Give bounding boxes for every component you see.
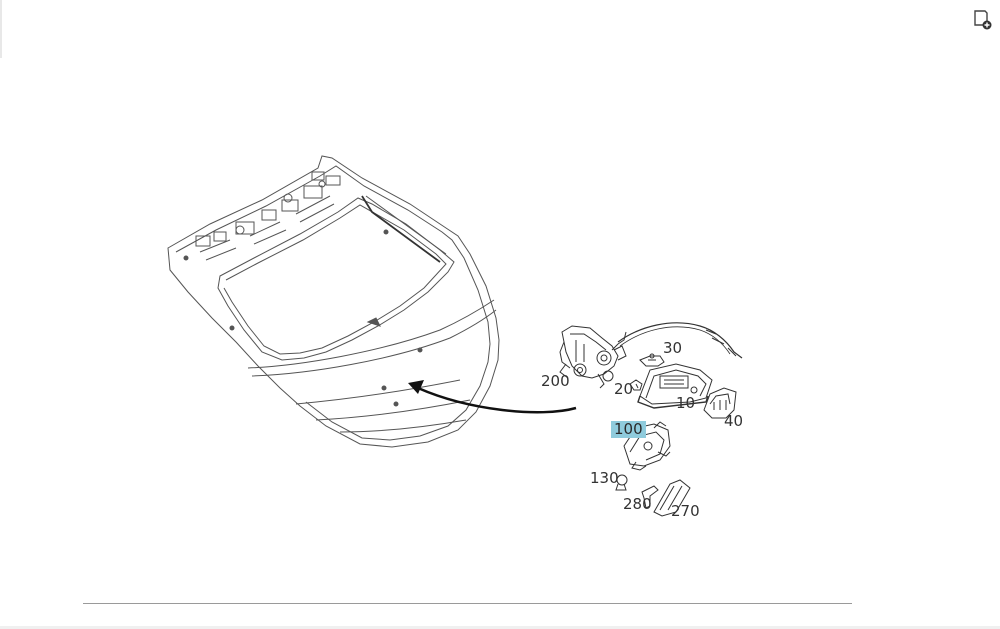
page-add-icon[interactable] xyxy=(968,6,994,32)
part-10-drawing xyxy=(637,363,713,409)
part-130-drawing xyxy=(615,474,628,491)
bottom-divider xyxy=(83,603,852,604)
callout-40[interactable]: 40 xyxy=(724,412,744,430)
left-panel-edge xyxy=(0,0,2,58)
part-280-drawing xyxy=(641,485,659,509)
part-30-drawing xyxy=(639,353,665,367)
callout-130[interactable]: 130 xyxy=(590,469,619,487)
tailgate-drawing xyxy=(167,155,500,448)
part-200-drawing xyxy=(559,322,743,389)
callout-200[interactable]: 200 xyxy=(541,372,570,390)
footer-strip xyxy=(0,626,1000,629)
part-40-drawing xyxy=(703,387,737,419)
part-270-drawing xyxy=(653,479,691,517)
part-20-drawing xyxy=(629,379,643,391)
callout-30[interactable]: 30 xyxy=(663,339,683,357)
assembly-arrow xyxy=(408,380,577,414)
callout-280[interactable]: 280 xyxy=(623,495,652,513)
callout-20[interactable]: 20 xyxy=(614,380,634,398)
callout-100-selected[interactable]: 100 xyxy=(611,421,646,438)
callout-10[interactable]: 10 xyxy=(676,394,696,412)
callout-270[interactable]: 270 xyxy=(671,502,700,520)
part-100-drawing xyxy=(623,421,671,471)
